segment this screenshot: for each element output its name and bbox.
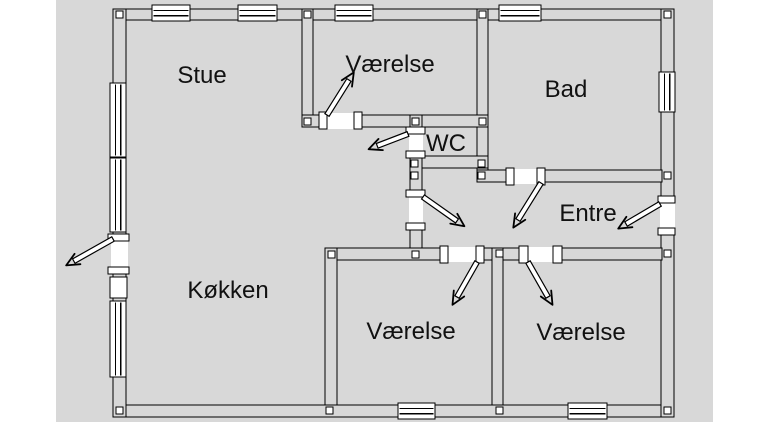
- hall-door-jamb: [405, 189, 426, 198]
- wc-door-jamb: [405, 126, 426, 135]
- entre-door: [617, 201, 663, 230]
- entre-door-jamb: [657, 195, 676, 204]
- door-swing-arrow-icon: [512, 212, 527, 229]
- junction-marker: [325, 406, 334, 415]
- junction-marker: [477, 171, 486, 180]
- junction-marker: [411, 117, 420, 126]
- junction-marker: [663, 10, 672, 19]
- junction-marker: [478, 117, 487, 126]
- wall-junction-markers: [115, 10, 672, 415]
- window-icon: [237, 4, 278, 22]
- door-swing-arrow-icon: [451, 289, 466, 306]
- vaerelse-br-door-jamb: [552, 245, 563, 264]
- junction-marker: [495, 406, 504, 415]
- vaerelse-bl-door-opening: [448, 247, 476, 262]
- entre-door-opening: [660, 203, 675, 228]
- hall-door-opening: [409, 197, 423, 223]
- door-leaf-icon: [420, 194, 460, 224]
- window-icon: [151, 4, 191, 22]
- entrance-door: [65, 236, 116, 267]
- door-swing-arrow-icon: [340, 71, 355, 88]
- junction-marker: [303, 10, 312, 19]
- window-icon: [109, 82, 127, 158]
- hall-door: [420, 194, 466, 228]
- room-labels: Stue Værelse Bad WC Entre Køkken Værelse…: [177, 51, 625, 346]
- room-label-wc: WC: [426, 130, 466, 157]
- junction-marker: [663, 249, 672, 258]
- junction-marker: [410, 159, 419, 168]
- vaerelse-bl-door-jamb: [475, 245, 485, 264]
- door-leaf-icon: [623, 201, 663, 227]
- door-leaf-icon: [454, 259, 480, 300]
- junction-marker: [411, 250, 420, 259]
- room-label-entre: Entre: [559, 200, 616, 227]
- vaerelse-top-door-jamb: [318, 111, 328, 130]
- wall-outer-top: [112, 8, 675, 21]
- door-leaf-icon: [525, 259, 551, 300]
- vaerelse-top-door-jamb: [353, 111, 363, 130]
- window-icon: [397, 402, 436, 420]
- window-icon: [567, 402, 608, 420]
- door-swing-arrow-icon: [617, 215, 634, 230]
- junction-marker: [663, 171, 672, 180]
- doors: [65, 71, 663, 306]
- door-leaf-icon: [375, 130, 410, 149]
- room-label-koekken: Køkken: [187, 277, 268, 304]
- door-openings: [107, 111, 676, 299]
- door-swing-arrow-icon: [367, 138, 384, 151]
- wc-door: [367, 130, 410, 151]
- bad-door: [512, 180, 544, 229]
- room-label-stue: Stue: [177, 62, 226, 89]
- vaerelse-br-door-opening: [528, 247, 553, 262]
- room-label-vaerelse-bottom-right: Værelse: [536, 319, 625, 346]
- door-leaf-icon: [71, 236, 116, 265]
- window-icon: [334, 4, 374, 22]
- room-label-vaerelse-bottom-left: Værelse: [366, 318, 455, 345]
- junction-marker: [303, 117, 312, 126]
- vaerelse-br-door: [525, 259, 554, 306]
- vaerelse-bl-door: [451, 259, 480, 306]
- wall-bedrooms-divider: [491, 247, 504, 406]
- window-icon: [498, 4, 542, 22]
- bad-door-jamb: [505, 167, 515, 186]
- bad-door-opening: [514, 169, 537, 184]
- junction-marker: [477, 159, 486, 168]
- hall-door-jamb: [405, 222, 426, 231]
- entrance-door-opening: [111, 240, 128, 267]
- left-wall-sidelight: [109, 276, 128, 299]
- room-label-bad: Bad: [545, 76, 588, 103]
- door-swing-arrow-icon: [449, 212, 466, 228]
- wc-door-opening: [409, 134, 423, 151]
- junction-marker: [663, 406, 672, 415]
- vaerelse-top-door-opening: [327, 113, 354, 129]
- wall-koekken-vaerelse: [324, 247, 338, 406]
- wc-door-jamb: [405, 150, 426, 159]
- room-label-vaerelse-top: Værelse: [345, 51, 434, 78]
- window-icon: [658, 71, 676, 113]
- windows: [109, 4, 676, 420]
- junction-marker: [410, 171, 419, 180]
- junction-marker: [478, 10, 487, 19]
- door-swing-arrow-icon: [539, 289, 554, 306]
- junction-marker: [115, 406, 124, 415]
- junction-marker: [495, 249, 504, 258]
- window-icon: [109, 300, 127, 378]
- vaerelse-bl-door-jamb: [439, 245, 449, 264]
- wall-entre-north: [476, 169, 663, 183]
- vaerelse-br-door-jamb: [518, 245, 529, 264]
- vaerelse-top-door: [324, 71, 355, 118]
- entre-door-jamb: [657, 227, 676, 236]
- junction-marker: [115, 10, 124, 19]
- window-icon: [109, 157, 127, 233]
- plan-background: [56, 0, 713, 422]
- entrance-door-jamb: [107, 233, 130, 242]
- door-swing-arrow-icon: [65, 252, 82, 267]
- wall-stue-vaerelse: [301, 8, 314, 128]
- door-leaf-icon: [324, 77, 352, 118]
- door-leaf-icon: [515, 180, 544, 223]
- entrance-door-jamb: [107, 266, 130, 275]
- junction-marker: [327, 250, 336, 259]
